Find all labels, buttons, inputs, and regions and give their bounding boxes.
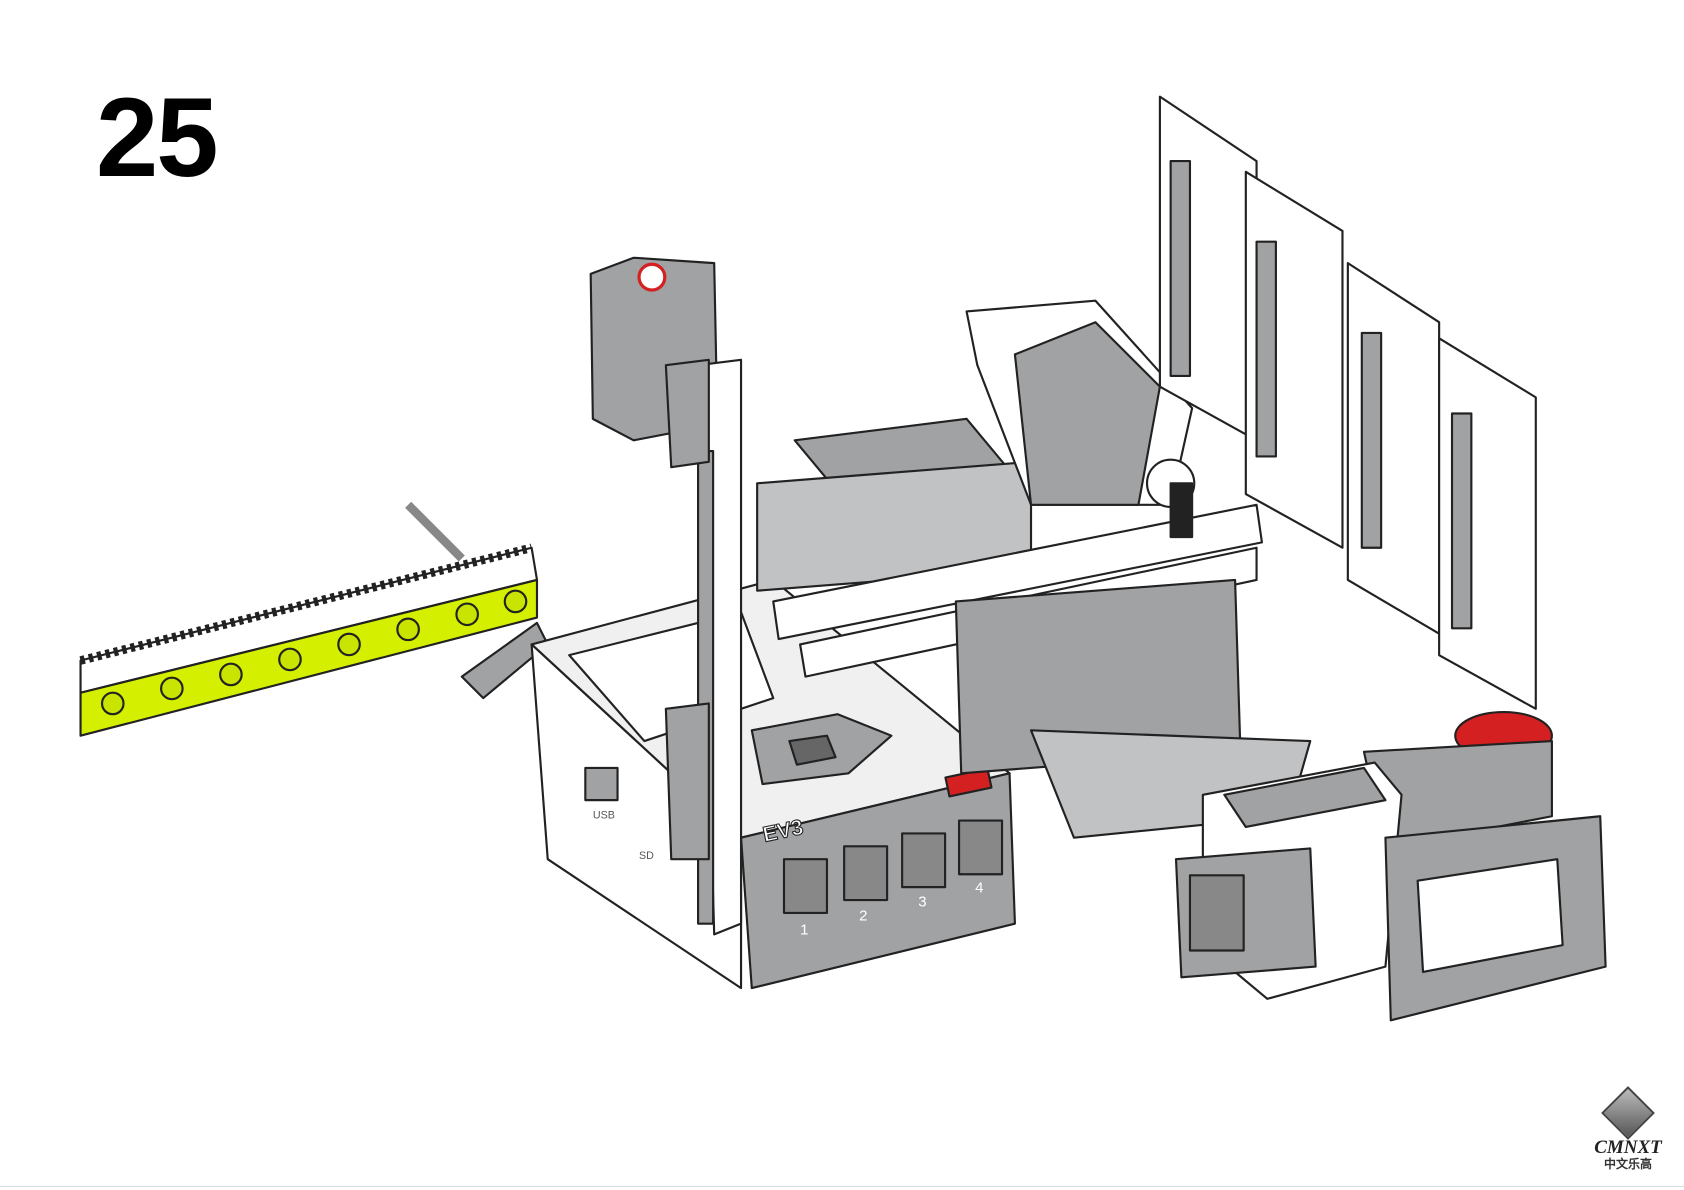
port-label: 3 — [918, 893, 926, 910]
sensor-arm — [589, 256, 743, 936]
white-beam — [772, 503, 1263, 641]
logo-diamond-icon — [1601, 1086, 1655, 1140]
port-label: 2 — [859, 907, 867, 924]
page-divider — [0, 1186, 1684, 1187]
lime-beam — [79, 578, 539, 737]
cmnxt-logo: CMNXT 中文乐高 — [1578, 1086, 1678, 1171]
step-number: 25 — [96, 75, 219, 200]
logo-name: CMNXT — [1594, 1137, 1662, 1158]
usb-label: USB — [593, 809, 615, 821]
port-label: 1 — [800, 921, 808, 938]
logo-subtitle: 中文乐高 — [1603, 1157, 1652, 1171]
port-label: 4 — [975, 879, 983, 896]
sd-label: SD — [639, 850, 654, 862]
